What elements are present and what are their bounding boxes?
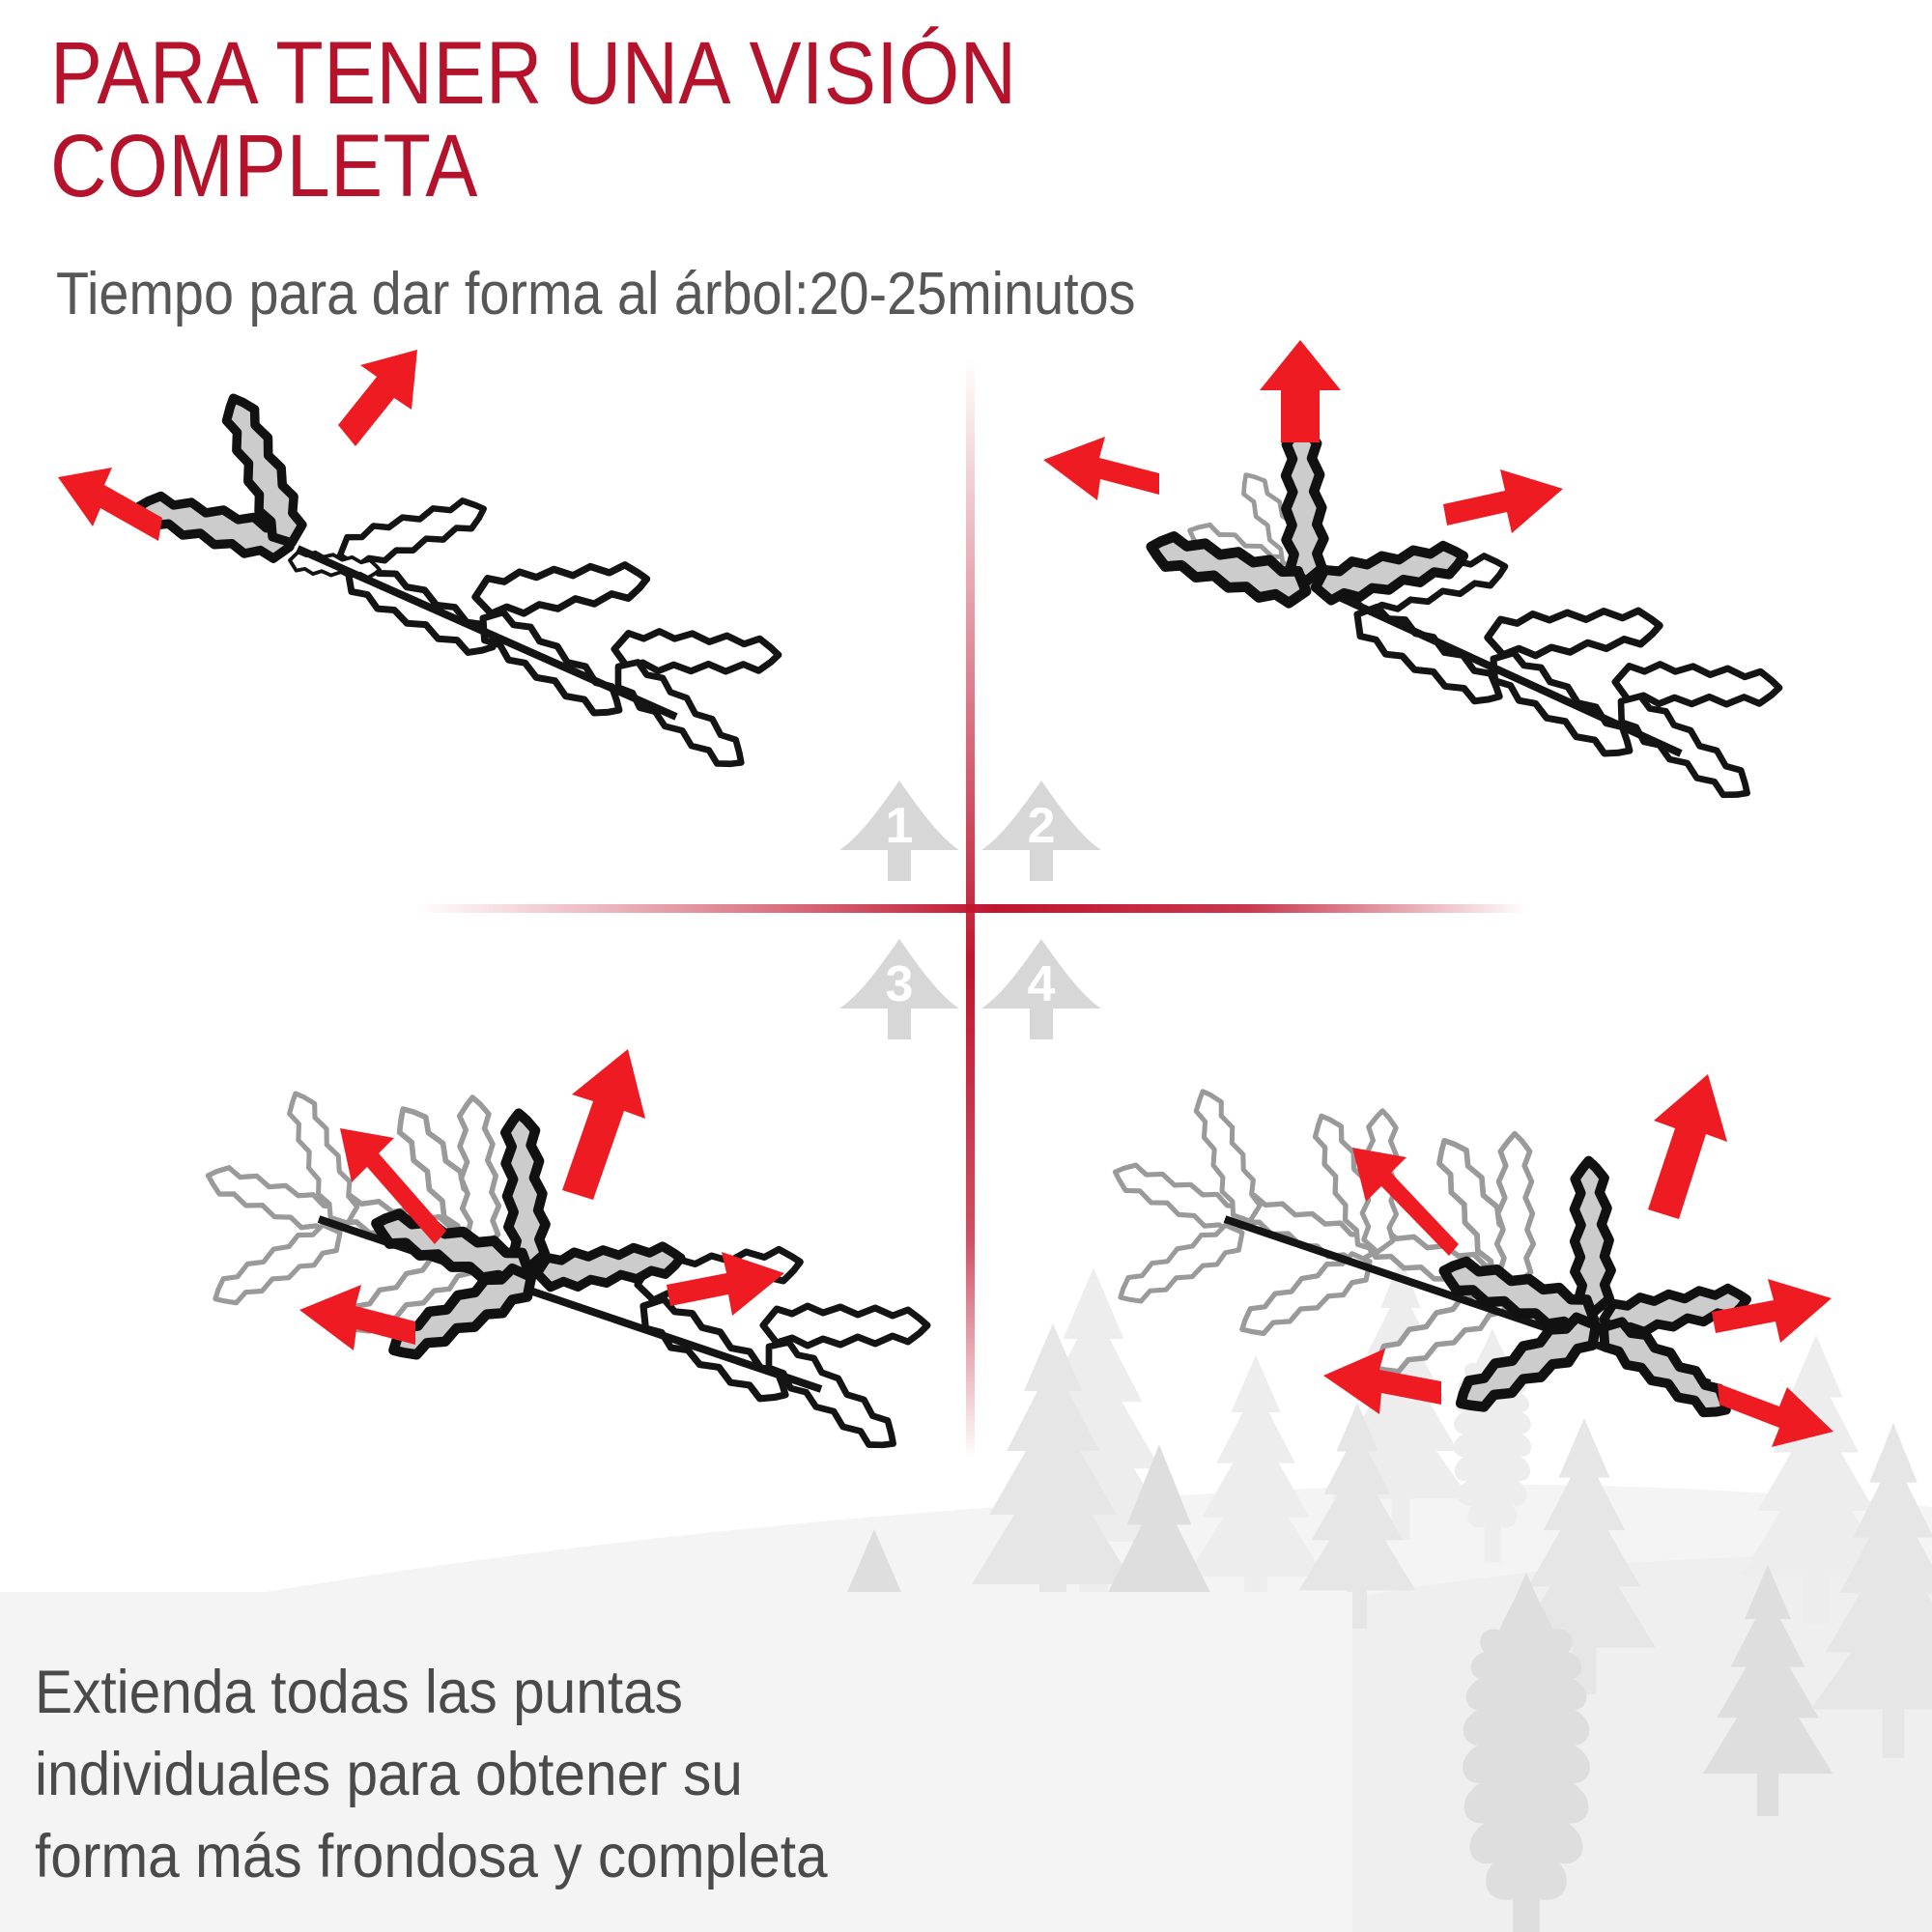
quadrant-marker-1: 1 bbox=[839, 781, 959, 881]
arrow-right-down bbox=[1718, 1383, 1833, 1447]
arrow-right bbox=[1712, 1279, 1832, 1343]
panel-1-extended-tips bbox=[134, 391, 309, 565]
quadrant-marker-3: 3 bbox=[839, 939, 959, 1039]
panel-1 bbox=[58, 350, 780, 778]
quadrant-marker-4: 4 bbox=[981, 939, 1101, 1039]
arrow-up-right bbox=[338, 350, 417, 446]
panel-4-folded-tips bbox=[1109, 1086, 1533, 1383]
page-subtitle: Tiempo para dar forma al árbol:20-25minu… bbox=[56, 261, 1136, 327]
caption-band: Extienda todas las puntas individuales p… bbox=[0, 1592, 1352, 1932]
panel-3-arrows bbox=[299, 1049, 784, 1350]
quadrant-markers: 1 2 3 4 bbox=[839, 781, 1101, 1039]
panel-1-rachis bbox=[296, 545, 678, 721]
arrow-up-left bbox=[340, 1128, 446, 1244]
arrow-up-left bbox=[1352, 1148, 1459, 1256]
arrow-up bbox=[562, 1049, 645, 1200]
page-title: PARA TENER UNA VISIÓN COMPLETA bbox=[50, 24, 1017, 215]
quadrant-marker-3-label: 3 bbox=[886, 956, 914, 1012]
quadrant-marker-2-label: 2 bbox=[1028, 798, 1056, 854]
arrow-up bbox=[1260, 340, 1341, 442]
arrow-right bbox=[1443, 469, 1563, 533]
arrow-left-down bbox=[299, 1285, 415, 1350]
arrow-left bbox=[58, 468, 162, 541]
arrow-up bbox=[1648, 1074, 1727, 1219]
panel-2-arrows bbox=[1043, 340, 1563, 533]
panel-1-branch-body bbox=[286, 492, 780, 778]
panel-2 bbox=[1043, 340, 1780, 809]
panel-4 bbox=[1109, 1074, 1833, 1447]
divider-vertical bbox=[966, 357, 975, 1459]
panel-4-arrows bbox=[1323, 1074, 1833, 1447]
quadrant-marker-1-label: 1 bbox=[886, 798, 914, 854]
panel-2-rachis bbox=[1312, 582, 1683, 757]
panel-1-arrows bbox=[58, 350, 417, 541]
panel-2-extended-tips bbox=[1146, 425, 1467, 610]
arrow-left-down bbox=[1043, 437, 1159, 500]
panel-2-branch-body bbox=[1348, 549, 1780, 809]
arrow-right bbox=[667, 1252, 784, 1316]
caption-text: Extienda todas las puntas individuales p… bbox=[35, 1659, 828, 1890]
quadrant-marker-2: 2 bbox=[981, 781, 1101, 881]
arrow-left-down bbox=[1323, 1349, 1441, 1414]
quadrant-divider bbox=[415, 357, 1526, 1459]
panel-3 bbox=[202, 1049, 927, 1459]
quadrant-marker-4-label: 4 bbox=[1028, 956, 1056, 1012]
